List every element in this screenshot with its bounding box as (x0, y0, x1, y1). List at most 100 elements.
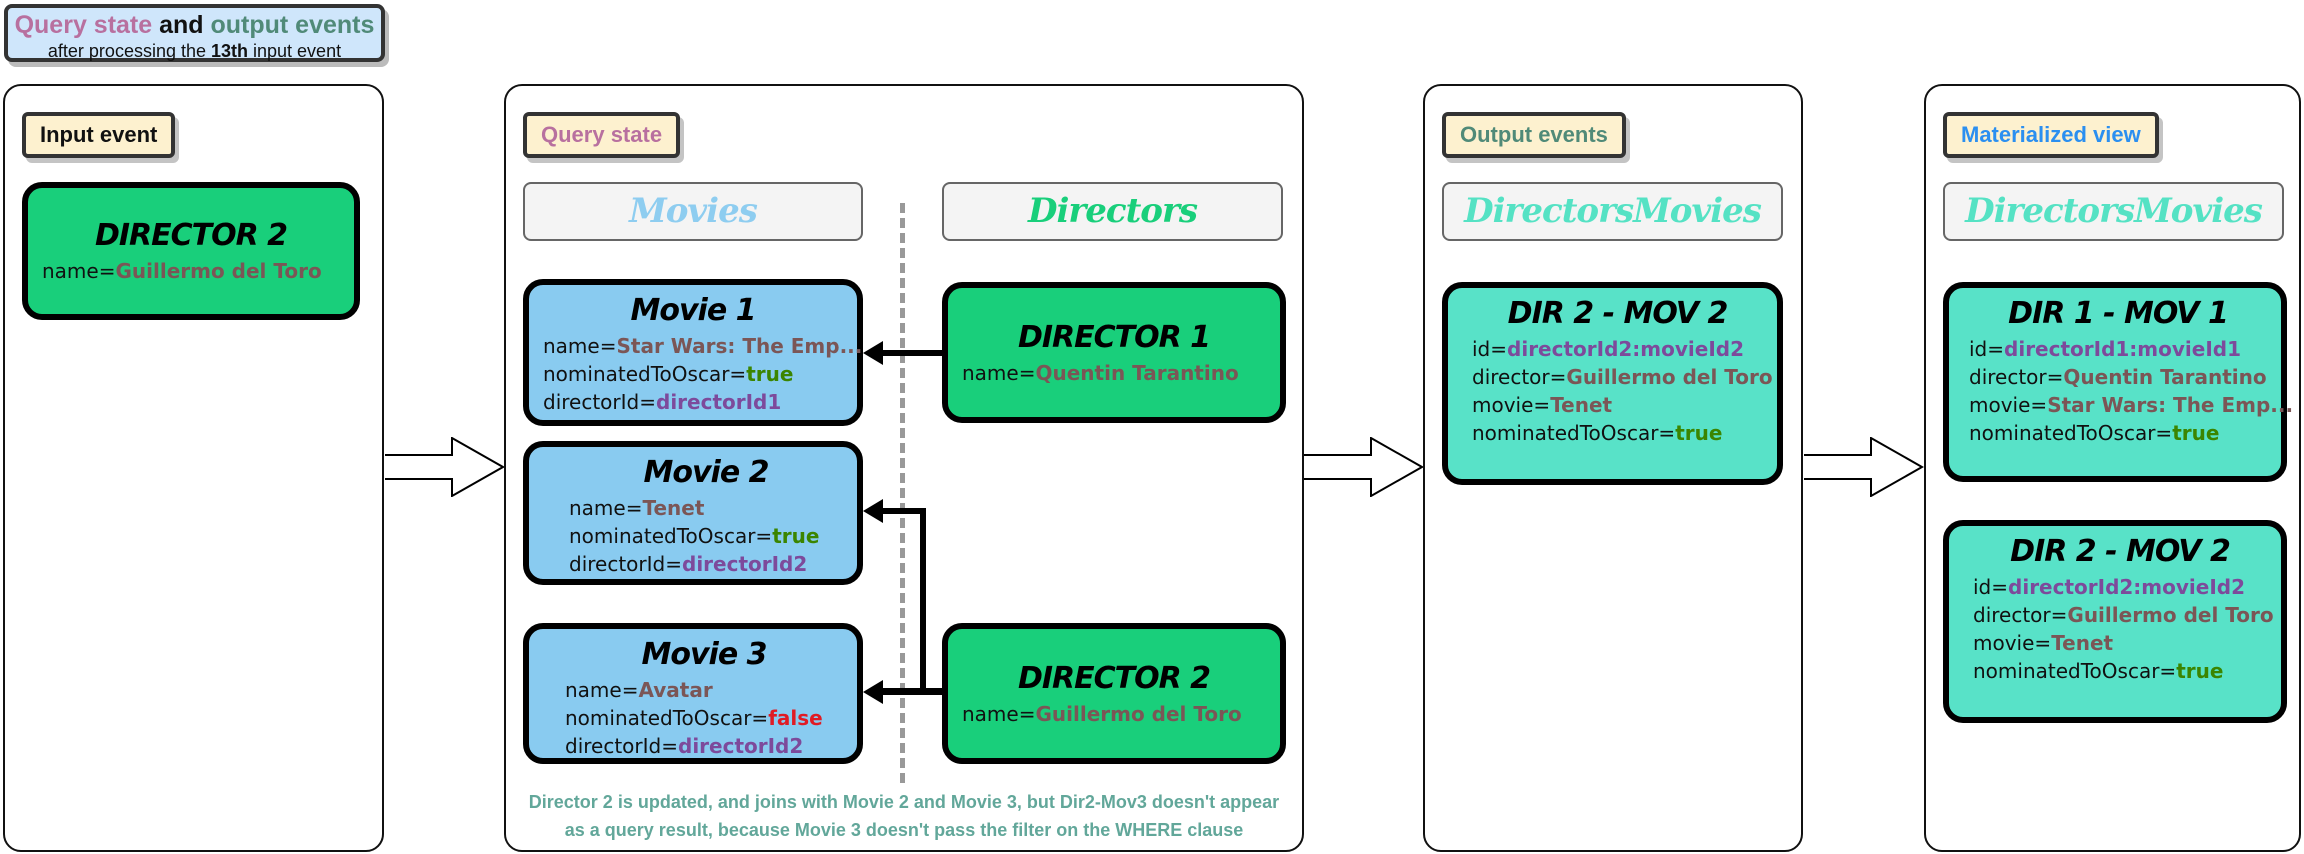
field-value: true (772, 524, 820, 548)
card-field: directorId=directorId1 (543, 388, 843, 416)
arrowhead-icon (863, 680, 883, 704)
field-value: directorId2 (682, 552, 808, 576)
card-field: movie=Tenet (1973, 629, 2267, 657)
field-value: Star Wars: The Emp... (616, 334, 863, 358)
field-key: name= (543, 334, 617, 358)
card-field: name=Tenet (569, 494, 843, 522)
card-field: movie=Star Wars: The Emp... (1969, 391, 2293, 419)
flow-arrow-icon (1804, 437, 1924, 497)
field-value: Guillermo del Toro (115, 259, 322, 283)
card-field: director=Quentin Tarantino (1969, 363, 2267, 391)
card-field: director=Guillermo del Toro (1973, 601, 2274, 629)
join-line-vertical (920, 508, 926, 693)
card-field: nominatedToOscar=true (543, 360, 843, 388)
field-key: director= (1973, 603, 2068, 627)
field-key: movie= (1472, 393, 1551, 417)
field-value: Guillermo del Toro (1035, 702, 1242, 726)
field-value: Star Wars: The Emp... (2047, 393, 2294, 417)
field-value: directorId2:movieId2 (1507, 337, 1745, 361)
field-key: name= (962, 702, 1036, 726)
card-field: directorId=directorId2 (569, 550, 843, 578)
field-value: Quentin Tarantino (2063, 365, 2267, 389)
query-caption: Director 2 is updated, and joins with Mo… (504, 788, 1304, 844)
field-value: directorId2:movieId2 (2008, 575, 2246, 599)
output-events-tag: Output events (1442, 112, 1626, 158)
field-value: Tenet (1550, 393, 1613, 417)
field-key: movie= (1973, 631, 2052, 655)
field-key: id= (1472, 337, 1508, 361)
arrowhead-icon (863, 499, 883, 523)
field-value: Guillermo del Toro (2067, 603, 2274, 627)
caption-line-1: Director 2 is updated, and joins with Mo… (528, 792, 1280, 812)
header-sub-c: input event (248, 41, 342, 61)
field-key: id= (1973, 575, 2009, 599)
card-field: name=Quentin Tarantino (962, 359, 1266, 387)
join-line-d2-m3 (880, 688, 942, 695)
flow-arrow-icon (1304, 437, 1423, 497)
card-field: nominatedToOscar=false (565, 704, 843, 732)
caption-line-2: as a query result, because Movie 3 doesn… (564, 820, 1244, 840)
field-key: nominatedToOscar= (1969, 421, 2173, 445)
card-title: DIRECTOR 2 (94, 218, 288, 253)
field-value: false (768, 706, 823, 730)
card-field: nominatedToOscar=true (1973, 657, 2267, 685)
header-query-state: Query state (14, 11, 153, 39)
card-field: director=Guillermo del Toro (1472, 363, 1773, 391)
directors-table-label: Directors (942, 182, 1283, 241)
field-key: director= (1969, 365, 2064, 389)
field-value: directorId1 (656, 390, 782, 414)
field-key: directorId= (565, 734, 678, 758)
output-directorsmovies-label: DirectorsMovies (1442, 182, 1783, 241)
header-sub-b: 13th (211, 41, 249, 61)
field-value: true (2176, 659, 2224, 683)
field-key: name= (569, 496, 643, 520)
query-state-tag: Query state (523, 112, 681, 158)
card-field: movie=Tenet (1472, 391, 1763, 419)
field-value: directorId1:movieId1 (2004, 337, 2242, 361)
field-key: director= (1472, 365, 1567, 389)
field-value: Guillermo del Toro (1566, 365, 1773, 389)
card-title: DIRECTOR 2 (1017, 661, 1211, 696)
header-output-events: output events (210, 11, 375, 39)
card-field: id=directorId2:movieId2 (1472, 335, 1763, 363)
field-key: id= (1969, 337, 2005, 361)
card-field: name=Star Wars: The Emp... (543, 332, 862, 360)
field-key: name= (42, 259, 116, 283)
table-separator (900, 203, 905, 783)
card-field: nominatedToOscar=true (1969, 419, 2267, 447)
field-key: nominatedToOscar= (543, 362, 747, 386)
card-title: DIR 2 - MOV 2 (2010, 534, 2231, 569)
materialized-view-tag: Materialized view (1943, 112, 2159, 158)
card-field: id=directorId1:movieId1 (1969, 335, 2267, 363)
input-director-2-card: DIRECTOR 2 name=Guillermo del Toro (22, 182, 360, 320)
card-field: name=Guillermo del Toro (42, 257, 340, 285)
director-1-card: DIRECTOR 1 name=Quentin Tarantino (942, 282, 1286, 423)
field-key: directorId= (569, 552, 682, 576)
join-line-d1-m1 (880, 350, 942, 356)
field-value: true (2172, 421, 2220, 445)
director-2-card: DIRECTOR 2 name=Guillermo del Toro (942, 623, 1286, 764)
field-value: directorId2 (678, 734, 804, 758)
join-line-d2-m2 (880, 508, 926, 514)
field-value: Avatar (638, 678, 713, 702)
field-key: name= (962, 361, 1036, 385)
field-key: name= (565, 678, 639, 702)
card-title: DIRECTOR 1 (1017, 320, 1211, 355)
field-key: directorId= (543, 390, 656, 414)
card-field: id=directorId2:movieId2 (1973, 573, 2267, 601)
card-title: Movie 2 (643, 455, 770, 490)
input-event-tag: Input event (22, 112, 176, 158)
card-title: Movie 3 (641, 637, 768, 672)
card-field: directorId=directorId2 (565, 732, 843, 760)
field-value: Quentin Tarantino (1035, 361, 1239, 385)
field-key: nominatedToOscar= (1472, 421, 1676, 445)
field-key: nominatedToOscar= (569, 524, 773, 548)
card-title: Movie 1 (630, 293, 757, 328)
field-key: nominatedToOscar= (1973, 659, 2177, 683)
diagram-header: Query state and output events after proc… (4, 4, 385, 62)
field-value: Tenet (642, 496, 705, 520)
